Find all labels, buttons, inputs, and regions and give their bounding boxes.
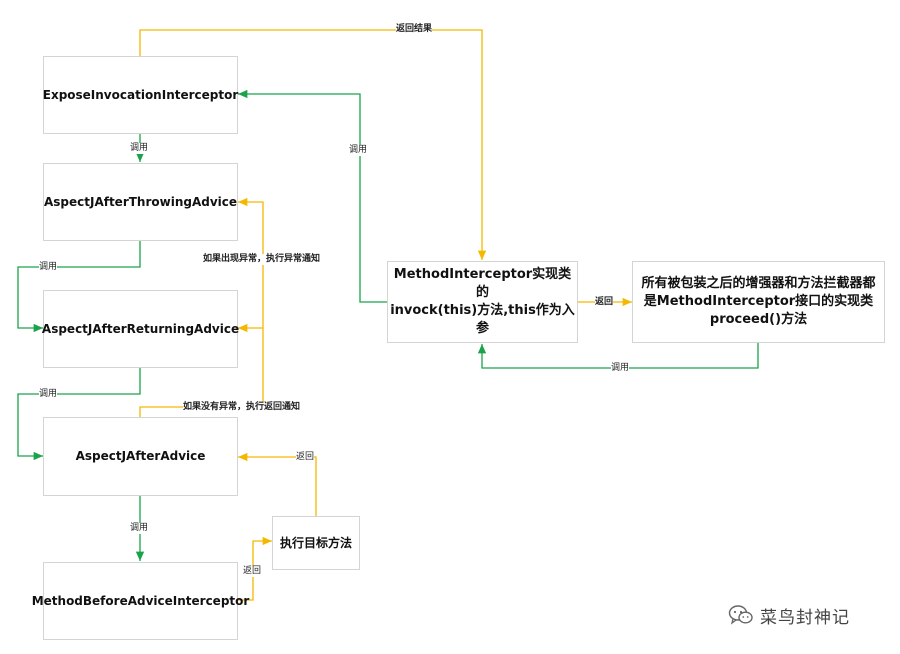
node-method-before-advice-interceptor[interactable]: MethodBeforeAdviceInterceptor xyxy=(32,562,249,640)
node-proceed-method[interactable]: 所有被包装之后的增强器和方法拦截器都 是MethodInterceptor接口的… xyxy=(632,261,885,343)
label-call-expose-throwing: 调用 xyxy=(130,143,149,154)
label-return-invoke-proceed: 返回 xyxy=(595,297,614,308)
label-call-after-before: 调用 xyxy=(130,523,149,534)
label-return-before-target: 返回 xyxy=(243,566,262,577)
node-label: MethodInterceptor实现类的 invock(this)方法,thi… xyxy=(390,267,575,336)
label-if-exception: 如果出现异常，执行异常通知 xyxy=(203,254,321,265)
label-if-no-exception: 如果没有异常，执行返回通知 xyxy=(183,402,301,413)
node-label: AspectJAfterThrowingAdvice xyxy=(43,194,238,209)
node-label: 所有被包装之后的增强器和方法拦截器都 是MethodInterceptor接口的… xyxy=(641,276,876,327)
edge-invoke-to-expose xyxy=(238,89,387,303)
edge-throwing-to-returning xyxy=(17,241,141,333)
wechat-icon xyxy=(728,605,753,625)
label-call-proceed-invoke: 调用 xyxy=(611,363,630,374)
node-label: 执行目标方法 xyxy=(279,535,352,550)
watermark-text: 菜鸟封神记 xyxy=(760,607,850,628)
edge-return-result xyxy=(139,29,487,260)
node-expose-invocation-interceptor[interactable]: ExposeInvocationInterceptor xyxy=(43,56,238,134)
node-label: AspectJAfterReturningAdvice xyxy=(41,321,240,336)
node-aspectj-after-throwing-advice[interactable]: AspectJAfterThrowingAdvice xyxy=(43,163,238,241)
edge-target-to-after xyxy=(238,452,317,516)
label-call-throwing-returning: 调用 xyxy=(39,262,58,273)
label-return-target-after: 返回 xyxy=(296,452,315,463)
node-label: AspectJAfterAdvice xyxy=(75,449,206,463)
node-method-interceptor-invoke[interactable]: MethodInterceptor实现类的 invock(this)方法,thi… xyxy=(387,261,578,343)
node-label: ExposeInvocationInterceptor xyxy=(42,87,239,102)
label-return-result: 返回结果 xyxy=(396,24,433,35)
node-execute-target-method[interactable]: 执行目标方法 xyxy=(272,516,360,570)
node-aspectj-after-returning-advice[interactable]: AspectJAfterReturningAdvice xyxy=(41,290,240,368)
node-label: MethodBeforeAdviceInterceptor xyxy=(31,593,250,608)
edge-returning-to-after xyxy=(17,368,141,461)
label-call-returning-after: 调用 xyxy=(39,389,58,400)
watermark: 菜鸟封神记 xyxy=(728,602,850,628)
node-aspectj-after-advice[interactable]: AspectJAfterAdvice xyxy=(43,417,238,496)
label-call-invoke-expose: 调用 xyxy=(349,145,368,156)
